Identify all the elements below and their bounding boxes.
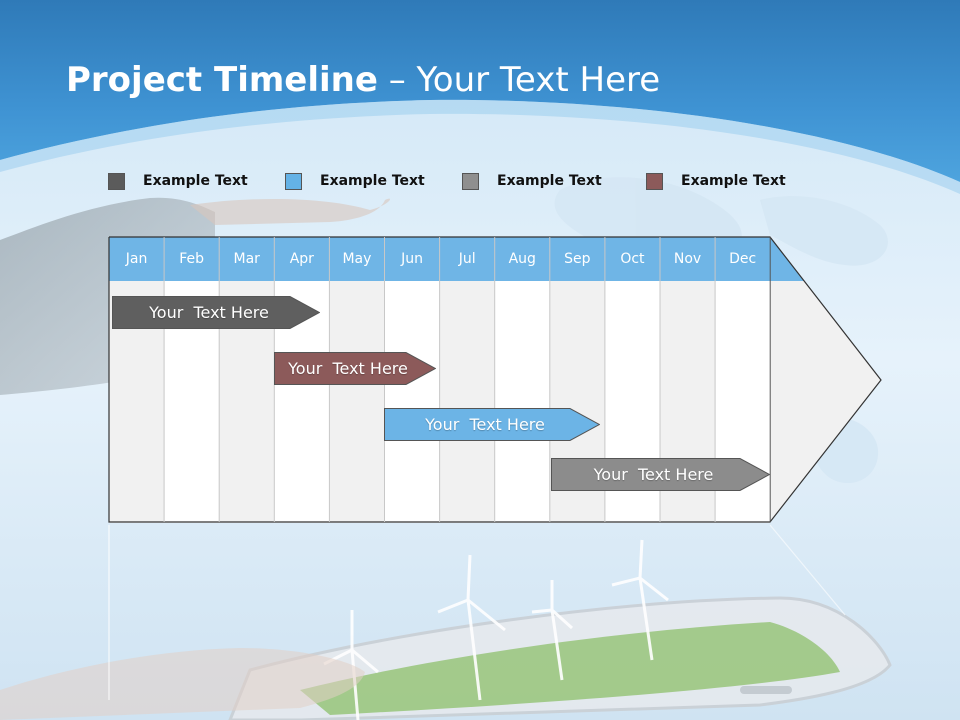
month-header-cell [164, 237, 220, 281]
task-arrow-shape [274, 352, 436, 385]
legend-swatch [285, 172, 302, 190]
task-arrow-label: Your Text Here [149, 303, 269, 322]
month-header-cell [715, 237, 771, 281]
task-arrow-shape [112, 296, 320, 329]
task-arrow-label: Your Text Here [593, 465, 714, 484]
task-arrow: Your Text Here [551, 458, 770, 491]
legend-item: Example Text [646, 170, 786, 192]
task-arrow-label: Your Text Here [425, 415, 545, 434]
month-header-cell [604, 237, 660, 281]
legend-item: Example Text [462, 170, 602, 192]
month-column [439, 281, 495, 522]
legend-label: Example Text [681, 173, 786, 189]
month-label: Jun [401, 250, 423, 267]
legend-label: Example Text [143, 173, 248, 189]
month-header-cell [439, 237, 495, 281]
title-rest: – Your Text Here [377, 60, 661, 100]
month-label: Jan [125, 250, 148, 267]
month-header-cell [109, 237, 165, 281]
month-header-cell [329, 237, 385, 281]
month-label: May [342, 250, 372, 267]
month-header-cell [384, 237, 440, 281]
month-header-cell [660, 237, 716, 281]
month-header-cell [494, 237, 550, 281]
title-bold: Project Timeline [66, 60, 378, 100]
month-label: Apr [289, 250, 314, 267]
task-arrow-shape [551, 458, 770, 491]
task-arrow-shape [384, 408, 600, 441]
month-header-cell [274, 237, 330, 281]
task-arrow: Your Text Here [274, 352, 436, 385]
legend-label: Example Text [320, 173, 425, 189]
task-arrow-label: Your Text Here [288, 359, 408, 378]
month-label: Jul [458, 250, 476, 267]
hand-shape [190, 198, 390, 225]
slide-title: Project Timeline – Your Text Here [66, 60, 660, 100]
legend-item: Example Text [285, 170, 425, 192]
month-column [384, 281, 440, 522]
month-label: Dec [729, 250, 757, 267]
legend-item: Example Text [108, 170, 248, 192]
legend-swatch [462, 172, 479, 190]
legend-label: Example Text [497, 173, 602, 189]
month-column [494, 281, 550, 522]
task-arrow: Your Text Here [112, 296, 320, 329]
month-column [329, 281, 385, 522]
month-label: Nov [673, 250, 702, 267]
month-label: Oct [620, 250, 645, 267]
month-label: Mar [233, 250, 260, 267]
month-header-cell [219, 237, 275, 281]
month-label: Feb [179, 250, 205, 267]
month-label: Sep [564, 250, 591, 267]
lower-hand-shape [0, 648, 365, 720]
month-header-cell [549, 237, 605, 281]
legend-swatch [646, 172, 663, 190]
legend-swatch [108, 172, 125, 190]
month-label: Aug [508, 250, 536, 267]
task-arrow: Your Text Here [384, 408, 600, 441]
